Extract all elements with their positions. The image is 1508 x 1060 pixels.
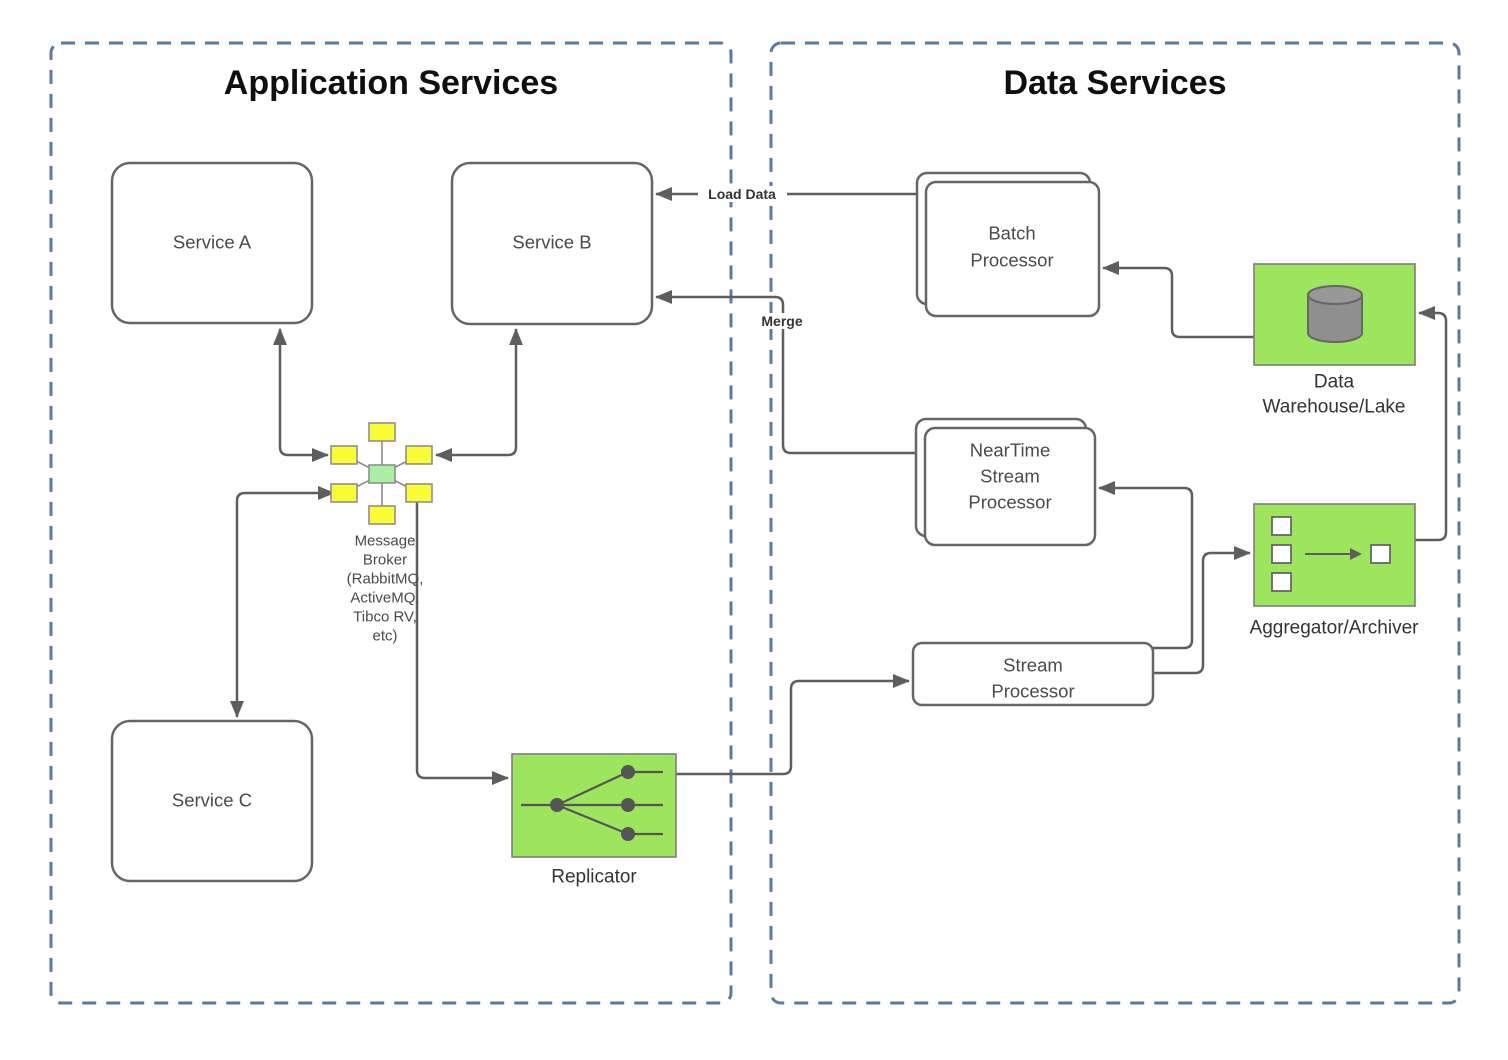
node-data-warehouse: Data Warehouse/Lake [1253,263,1416,418]
aggregator-label: Aggregator/Archiver [1250,618,1420,639]
edge-stream-processor-aggregator [1153,546,1251,675]
merge-label-bg [756,313,808,329]
svg-text:Stream: Stream [980,466,1040,487]
edge-warehouse-batch [1102,261,1254,339]
edge-labels: Load Data Merge [698,186,808,329]
svg-text:Message: Message [355,533,416,550]
batch-processor-box [924,180,1101,318]
svg-text:Data: Data [1314,372,1355,393]
data-services-container [769,41,1461,1005]
service-b-box [450,161,654,326]
aggregator-icon [1271,516,1391,592]
load-data-label: Load Data [708,186,776,202]
replicator-fanout-icon [521,765,663,841]
broker-queue-bottom-left [330,483,358,503]
merge-label: Merge [761,313,802,329]
svg-text:Processor: Processor [970,250,1053,271]
svg-text:Processor: Processor [968,492,1051,513]
edge-broker-replicator [415,502,509,785]
svg-text:(RabbitMQ,: (RabbitMQ, [347,571,424,588]
broker-queue-top [368,422,396,442]
svg-text:Broker: Broker [363,552,407,569]
broker-queue-bottom-right [405,483,433,503]
node-aggregator-archiver: Aggregator/Archiver [1250,503,1420,639]
node-service-a: Service A [110,161,314,325]
node-service-b: Service B [450,161,654,326]
svg-text:Stream: Stream [1003,655,1063,676]
node-neartime-stream-processor: NearTime Stream Processor [914,417,1097,547]
svg-text:Batch: Batch [988,223,1035,244]
node-replicator: Replicator [511,753,677,888]
node-stream-processor: Stream Processor [911,641,1155,707]
message-broker-label: Message Broker (RabbitMQ, ActiveMQ, Tibc… [347,533,424,645]
application-services-title: Application Services [224,64,558,102]
database-cylinder-icon [1307,285,1363,343]
edge-replicator-stream-processor [676,674,910,776]
stream-processor-box [911,641,1155,707]
load-data-label-bg [698,186,787,202]
service-c-box [110,719,314,883]
service-c-label: Service C [172,790,252,811]
service-a-box [110,161,314,325]
svg-text:NearTime: NearTime [970,440,1051,461]
broker-queue-top-left [330,445,358,465]
edge-aggregator-warehouse [1415,306,1448,542]
node-batch-processor: Batch Processor [915,171,1101,318]
svg-text:Tibco RV,: Tibco RV, [353,609,417,626]
svg-text:etc): etc) [372,628,397,645]
edge-broker-service-b [435,328,523,462]
service-b-label: Service B [512,232,591,253]
broker-queue-bottom [368,505,396,525]
service-a-label: Service A [173,232,252,253]
svg-text:Warehouse/Lake: Warehouse/Lake [1263,397,1406,418]
edge-stream-processor-neartime [1098,481,1194,650]
data-services-title: Data Services [1003,64,1226,102]
replicator-label: Replicator [551,867,637,888]
broker-core [368,464,396,484]
svg-text:ActiveMQ,: ActiveMQ, [350,590,419,607]
edge-broker-service-c [230,486,335,718]
broker-queue-top-right [405,445,433,465]
edge-neartime-service-b-merge [655,290,925,455]
node-message-broker: Message Broker (RabbitMQ, ActiveMQ, Tibc… [330,422,433,645]
neartime-box [923,426,1097,547]
message-broker-icon [330,422,433,525]
edge-broker-service-a [273,328,329,462]
svg-text:Processor: Processor [991,681,1074,702]
node-service-c: Service C [110,719,314,883]
edges [230,187,1448,785]
